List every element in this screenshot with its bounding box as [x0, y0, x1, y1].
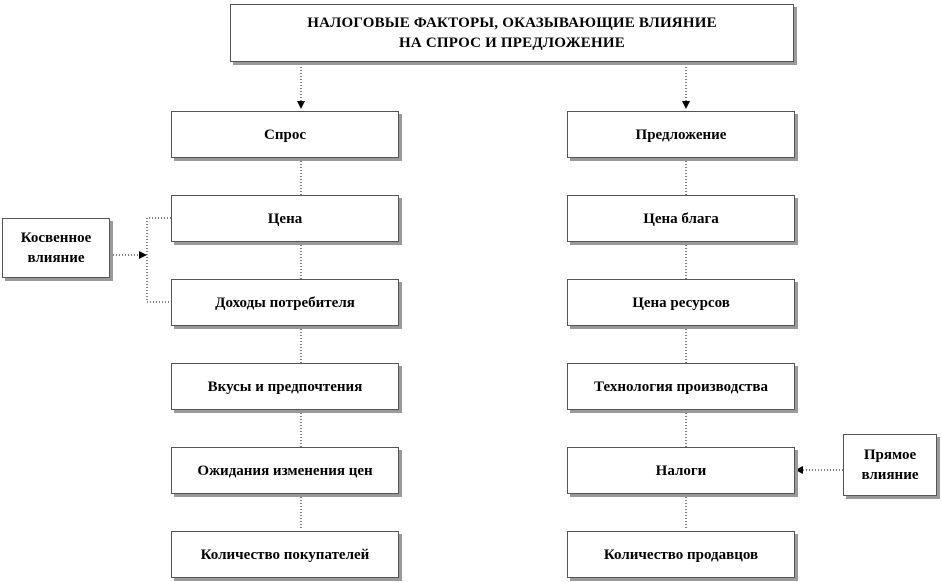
demand-item-buyers: Количество покупателей — [171, 531, 399, 578]
indirect-influence-box: Косвенное влияние — [2, 218, 110, 278]
demand-item-income: Доходы потребителя — [171, 279, 399, 326]
supply-header-box: Предложение — [567, 111, 795, 158]
diagram-title-box: НАЛОГОВЫЕ ФАКТОРЫ, ОКАЗЫВАЮЩИЕ ВЛИЯНИЕ Н… — [230, 4, 794, 62]
supply-item-resource-price: Цена ресурсов — [567, 279, 795, 326]
demand-item-tastes: Вкусы и предпочтения — [171, 363, 399, 410]
supply-item-technology: Технология производства — [567, 363, 795, 410]
supply-item-sellers: Количество продавцов — [567, 531, 795, 578]
direct-influence-box: Прямое влияние — [843, 434, 937, 496]
supply-item-taxes: Налоги — [567, 447, 795, 494]
indirect-bracket — [146, 217, 171, 303]
demand-header-box: Спрос — [171, 111, 399, 158]
demand-item-price: Цена — [171, 195, 399, 242]
demand-item-expectations: Ожидания изменения цен — [171, 447, 399, 494]
supply-item-good-price: Цена блага — [567, 195, 795, 242]
